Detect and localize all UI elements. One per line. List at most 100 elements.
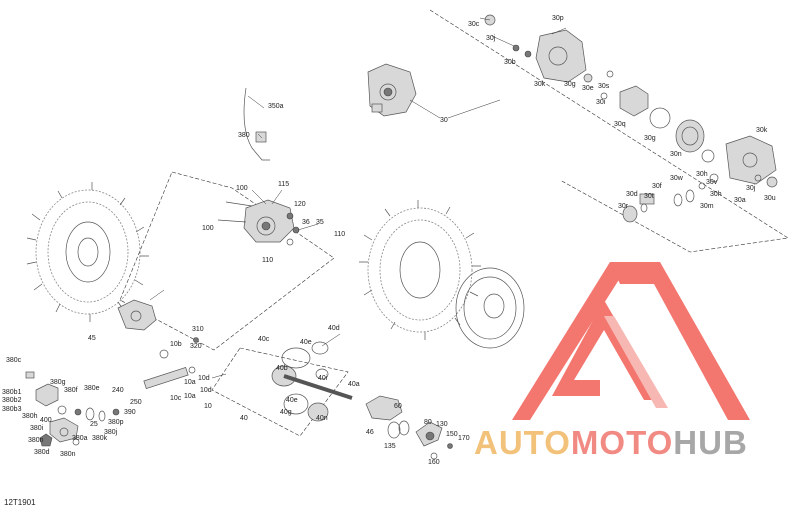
callout: 30c: [468, 21, 480, 28]
callout: 30b: [504, 59, 516, 66]
callout: 40e: [286, 397, 298, 404]
callout-labels: 30c 30p 30j 30b 30k 30g 30e 30s 30i 30q …: [2, 15, 776, 466]
callout: 30g: [644, 135, 656, 142]
callout: 10d: [198, 375, 210, 382]
callout: 45: [88, 335, 96, 342]
logo-triangle-mark: [512, 262, 750, 420]
callout: 380e: [84, 385, 100, 392]
callout: 130: [436, 421, 448, 428]
differential-exploded-parts: [484, 14, 778, 223]
callout: 30h: [710, 191, 722, 198]
callout: 115: [278, 181, 289, 188]
logo-word-hub: HUB: [673, 424, 748, 461]
logo-wordmark: AUTOMOTOHUB: [474, 426, 748, 459]
output-yoke-45: [117, 289, 165, 331]
callout: 30k: [534, 81, 546, 88]
callout: 380b3: [2, 406, 22, 413]
callout: 46: [366, 429, 374, 436]
callout: 30j: [486, 35, 496, 42]
callout: 10: [204, 403, 212, 410]
callout: 250: [130, 399, 142, 406]
center-tire-illustration: [359, 200, 481, 340]
callout: 10b: [170, 341, 182, 348]
callout: 25: [90, 421, 98, 428]
callout: 160: [428, 459, 440, 466]
callout: 30r: [618, 203, 629, 210]
callout: 35: [316, 219, 324, 226]
logo-word-auto: AUTO: [474, 424, 571, 461]
callout: 380j: [104, 429, 118, 436]
callout: 10a: [184, 379, 196, 386]
leader-lines: [211, 17, 567, 379]
callout: 350a: [268, 103, 284, 110]
callout: 170: [458, 435, 470, 442]
callout: 380b2: [2, 397, 22, 404]
callout: 110: [262, 257, 273, 264]
callout: 380: [238, 132, 250, 139]
callout: 30d: [626, 191, 638, 198]
callout: 40d: [328, 325, 340, 332]
cv-axle-40: [271, 341, 353, 422]
drive-module-assembly: [217, 87, 300, 246]
callout: 120: [294, 201, 306, 208]
callout: 380p: [108, 419, 124, 426]
left-tire-illustration: [26, 182, 149, 322]
callout: 30u: [764, 195, 776, 202]
callout: 30j: [746, 185, 756, 192]
callout: 10d: [200, 387, 212, 394]
callout: 40b: [276, 365, 288, 372]
group-outline-differential: [429, 9, 789, 253]
callout: 30k: [756, 127, 768, 134]
callout: 100: [236, 185, 248, 192]
callout: 380k: [92, 435, 108, 442]
diagram-reference-number: 12T1901: [4, 498, 36, 507]
callout: 380a: [72, 435, 88, 442]
left-small-parts-380: [25, 371, 120, 447]
callout: 36: [302, 219, 310, 226]
callout: 150: [446, 431, 458, 438]
callout: 30f: [652, 183, 662, 190]
callout: 30: [440, 117, 448, 124]
callout: 40n: [316, 415, 328, 422]
callout: 400: [40, 417, 52, 424]
callout: 40e: [300, 339, 312, 346]
callout: 30s: [598, 83, 610, 90]
callout: 320: [190, 343, 202, 350]
callout: 100: [202, 225, 214, 232]
callout: 30p: [552, 15, 564, 22]
callout: 40i: [318, 375, 328, 382]
callout: 380f: [64, 387, 78, 394]
callout: 30v: [706, 179, 718, 186]
hub-components: [365, 395, 453, 460]
driveshaft-10: [143, 337, 199, 390]
callout: 380i: [30, 425, 44, 432]
callout: 60: [394, 403, 402, 410]
logo-word-moto: MOTO: [570, 424, 674, 461]
callout: 390: [124, 409, 136, 416]
callout: 10a: [184, 393, 196, 400]
callout: 380n: [60, 451, 76, 458]
callout: 30w: [670, 175, 684, 182]
callout: 380h: [22, 413, 38, 420]
callout: 40: [240, 415, 248, 422]
callout: 30a: [734, 197, 746, 204]
callout: 380n: [28, 437, 44, 444]
differential-housing-30: [367, 63, 417, 117]
callout: 30m: [700, 203, 714, 210]
callout: 380c: [6, 357, 22, 364]
callout: 30n: [670, 151, 682, 158]
callout: 30q: [614, 121, 626, 128]
group-outline-driveshaft: [211, 347, 349, 437]
callout: 40a: [348, 381, 360, 388]
callout: 40c: [258, 336, 270, 343]
callout: 10c: [170, 395, 182, 402]
callout: 80: [424, 419, 432, 426]
callout: 40g: [280, 409, 292, 416]
callout: 380g: [50, 379, 66, 386]
callout: 30i: [596, 99, 606, 106]
callout: 380d: [34, 449, 50, 456]
callout: 240: [112, 387, 124, 394]
group-outline-drive: [119, 171, 335, 351]
callout: 30e: [582, 85, 594, 92]
